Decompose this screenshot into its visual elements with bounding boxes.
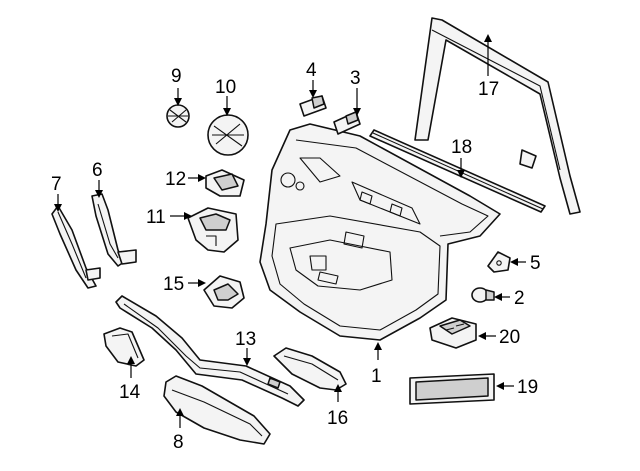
callout-16: 16	[327, 384, 348, 429]
part-11-switch-panel[interactable]	[187, 207, 239, 253]
callout-4: 4	[306, 60, 317, 98]
part-2-push-clip[interactable]	[471, 287, 495, 303]
part-19-reflector[interactable]	[409, 373, 495, 405]
callout-6: 6	[92, 160, 103, 198]
callout-9: 9	[171, 66, 182, 106]
callout-18: 18	[451, 137, 472, 178]
part-20-window-switch[interactable]	[429, 317, 477, 349]
part-16-armrest-cover[interactable]	[273, 347, 347, 391]
callout-8: 8	[173, 408, 184, 453]
callout-18-number: 18	[451, 137, 472, 158]
callout-10-number: 10	[215, 77, 236, 98]
callout-3: 3	[350, 68, 361, 116]
callout-5-number: 5	[530, 253, 541, 274]
callout-4-number: 4	[306, 60, 317, 81]
callout-11: 11	[146, 207, 192, 228]
part-7-handle-trim[interactable]	[51, 205, 101, 289]
part-17-window-frame[interactable]	[414, 17, 581, 215]
part-12-switch-bezel[interactable]	[205, 169, 245, 197]
callout-20-number: 20	[499, 327, 520, 348]
callout-3-number: 3	[350, 68, 361, 89]
part-6-pull-handle[interactable]	[91, 193, 137, 267]
part-3-clip[interactable]	[333, 111, 361, 135]
callout-2-number: 2	[514, 288, 525, 309]
callout-13: 13	[235, 329, 256, 366]
callout-19: 19	[496, 377, 538, 398]
callout-15: 15	[163, 274, 206, 295]
callout-6-number: 6	[92, 160, 103, 181]
callout-15-number: 15	[163, 274, 184, 295]
callout-19-number: 19	[517, 377, 538, 398]
callout-20: 20	[478, 327, 520, 348]
callout-9-number: 9	[171, 66, 182, 87]
callout-14: 14	[119, 356, 141, 403]
callout-16-number: 16	[327, 408, 348, 429]
callout-17-number: 17	[478, 79, 499, 100]
callout-5: 5	[510, 253, 541, 274]
callout-13-number: 13	[235, 329, 256, 350]
callout-7: 7	[51, 174, 62, 212]
callout-1: 1	[371, 342, 382, 387]
part-5-bracket[interactable]	[487, 251, 511, 273]
callout-17: 17	[478, 34, 499, 100]
callout-14-number: 14	[119, 382, 141, 403]
part-9-round-cover[interactable]	[166, 104, 190, 128]
part-10-speaker-grille[interactable]	[207, 114, 249, 156]
callout-1-number: 1	[371, 366, 382, 387]
callout-7-number: 7	[51, 174, 62, 195]
callout-12-number: 12	[165, 169, 186, 190]
callout-12: 12	[165, 169, 206, 190]
callout-2: 2	[494, 288, 525, 309]
part-14-pocket-bracket[interactable]	[103, 327, 145, 367]
part-13-armrest-trim[interactable]	[115, 295, 305, 407]
callout-8-number: 8	[173, 432, 184, 453]
callout-10: 10	[215, 77, 236, 116]
part-8-map-pocket[interactable]	[163, 375, 271, 445]
part-15-handle-bezel[interactable]	[203, 275, 245, 309]
callout-11-number: 11	[146, 207, 166, 228]
part-1-door-panel[interactable]	[259, 123, 501, 341]
part-4-clip[interactable]	[299, 95, 327, 117]
